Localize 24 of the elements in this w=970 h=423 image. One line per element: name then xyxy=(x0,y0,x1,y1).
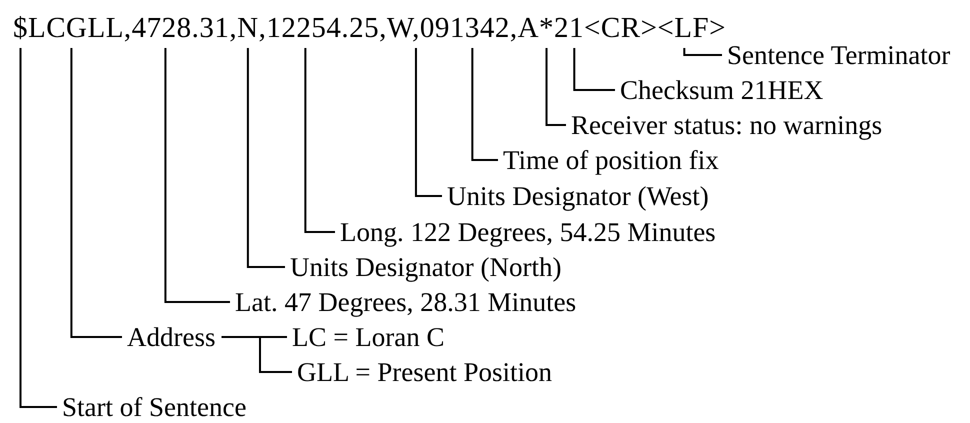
leader-line xyxy=(414,48,442,197)
annotation-label: Long. 122 Degrees, 54.25 Minutes xyxy=(340,216,716,248)
annotation-label: Units Designator (West) xyxy=(447,180,709,212)
annotation-label: Time of position fix xyxy=(503,144,719,176)
nmea-sentence: $LCGLL,4728.31,N,12254.25,W,091342,A*21<CR><LF> xyxy=(13,11,726,45)
annotation-label: Start of Sentence xyxy=(62,391,246,423)
leader-line xyxy=(573,48,615,91)
leader-line xyxy=(546,48,566,126)
annotation-label: Checksum 21HEX xyxy=(620,74,824,106)
leader-line xyxy=(304,48,335,233)
annotation-label: GLL = Present Position xyxy=(297,356,552,388)
leader-line xyxy=(683,48,722,56)
leader-line xyxy=(164,48,230,303)
bracket-line xyxy=(222,336,292,373)
annotation-label: Receiver status: no warnings xyxy=(571,109,882,141)
leader-line xyxy=(246,48,285,268)
annotation-label: Lat. 47 Degrees, 28.31 Minutes xyxy=(235,286,576,318)
leader-line xyxy=(20,48,57,408)
annotation-label: Units Designator (North) xyxy=(290,251,562,283)
annotation-label: Address xyxy=(127,321,216,353)
annotation-label: LC = Loran C xyxy=(292,321,444,353)
leader-line xyxy=(471,48,498,161)
annotation-label: Sentence Terminator xyxy=(727,39,950,71)
leader-line xyxy=(70,48,122,338)
